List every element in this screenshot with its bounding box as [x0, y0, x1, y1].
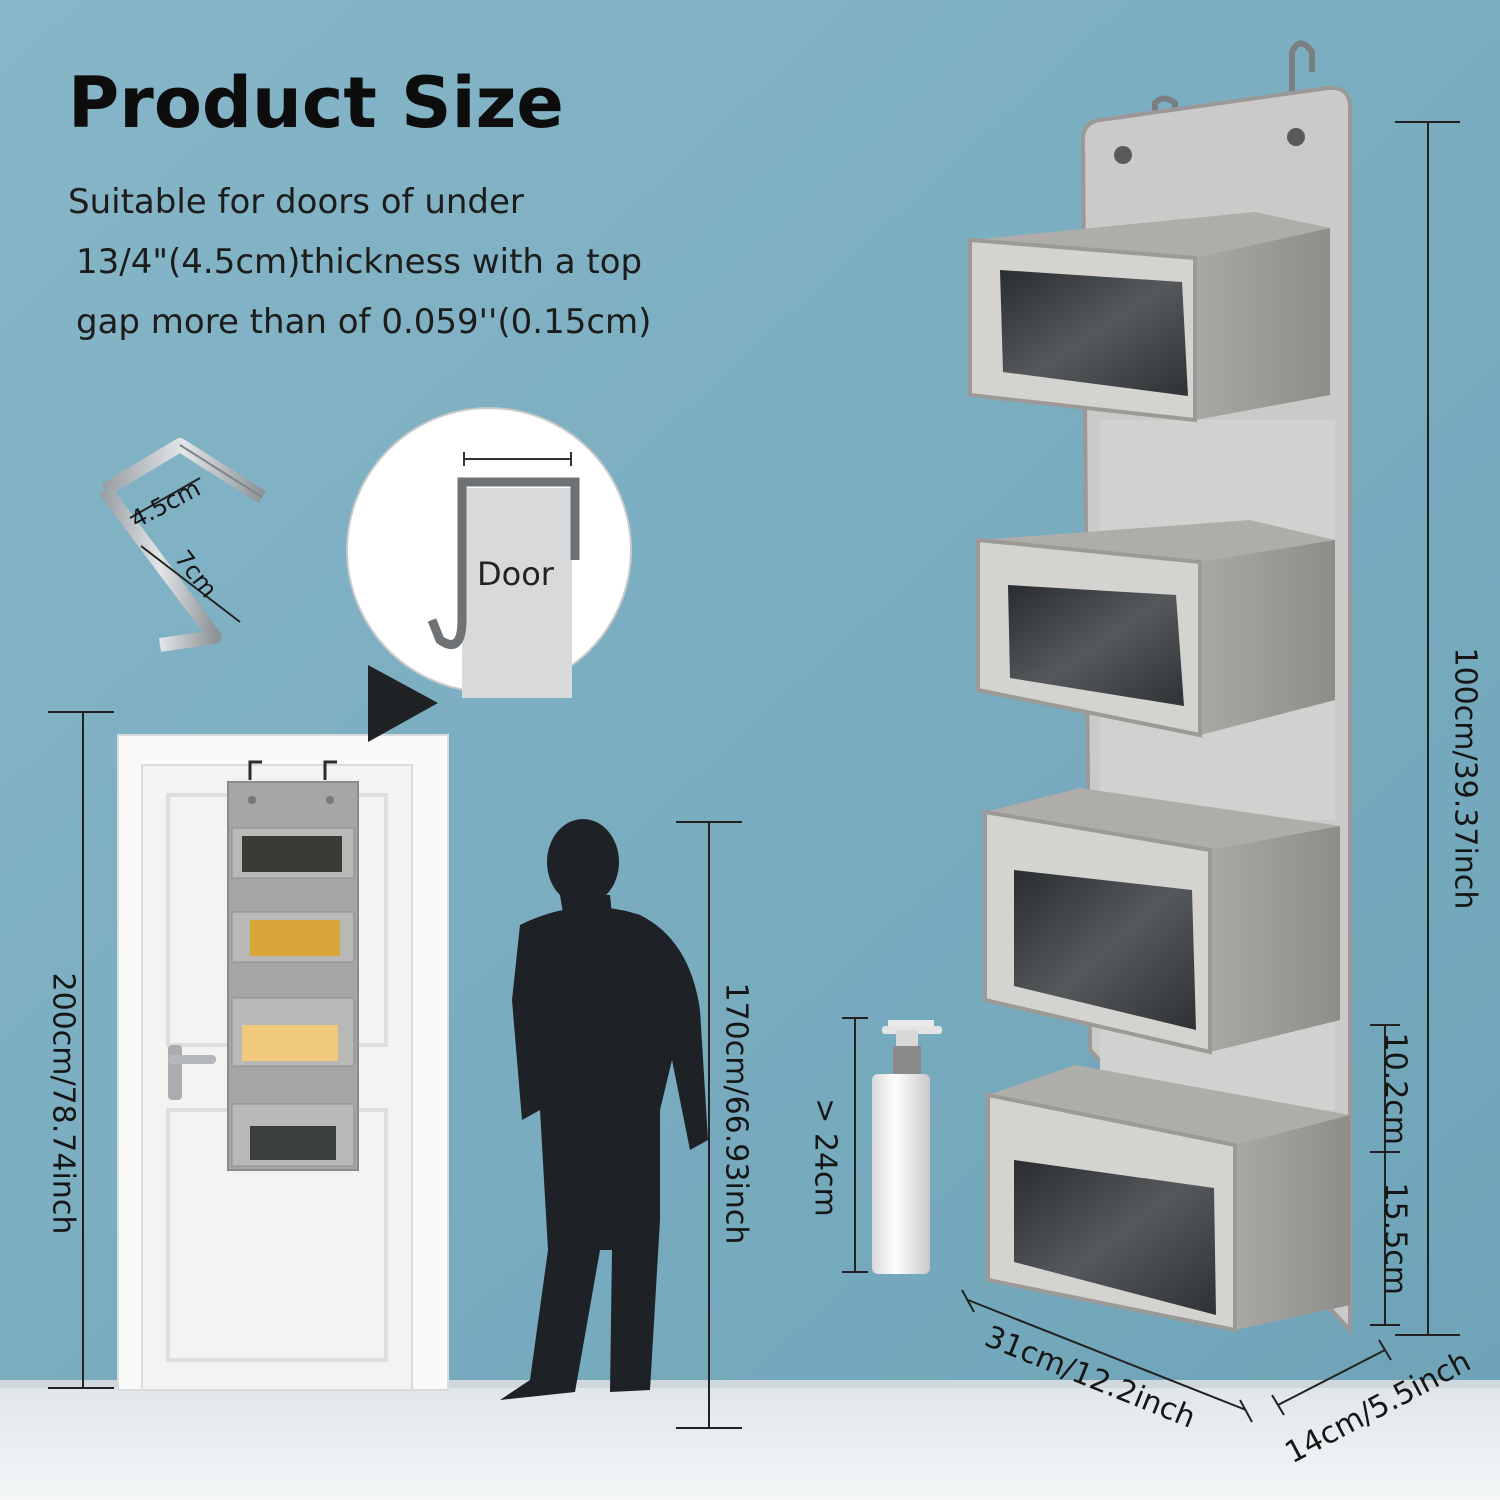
door-handle-plate: [168, 1045, 182, 1100]
pocket-height-label: 15.5cm: [1377, 1182, 1413, 1296]
organizer-height-label: 100cm/39.37inch: [1447, 647, 1483, 910]
door-height-label: 200cm/78.74inch: [45, 972, 81, 1235]
bottle: [872, 1020, 942, 1274]
description-line-2: 13/4"(4.5cm)thickness with a top: [76, 242, 643, 282]
metal-hook: [99, 438, 266, 652]
baseboard: [0, 1380, 1500, 1388]
organizer-height-dimension: [1395, 121, 1460, 1336]
person-silhouette: [500, 819, 708, 1400]
door-edge: [462, 488, 572, 698]
door-height-dimension: [48, 711, 114, 1389]
person-height-label: 170cm/66.93inch: [718, 982, 754, 1245]
hook-zoom-circle: [346, 407, 632, 698]
mini-organizer: [227, 760, 359, 1171]
bottle-height-label: > 24cm: [807, 1098, 843, 1217]
organizer: [968, 40, 1352, 1336]
pocket-depth-label: 10.2cm: [1377, 1032, 1413, 1146]
person-height-dimension: [676, 821, 742, 1429]
door-illustration: [117, 734, 449, 1391]
door-label: Door: [477, 555, 554, 593]
depth-dimension: [1271, 1339, 1392, 1416]
page-title: Product Size: [68, 62, 564, 144]
floor: [0, 1385, 1500, 1500]
pocket-dimension-lines: [1370, 1024, 1400, 1326]
bottle-height-dimension: [842, 1017, 868, 1273]
description-line-3: gap more than of 0.059''(0.15cm): [76, 302, 652, 342]
door-handle: [168, 1055, 216, 1064]
description-line-1: Suitable for doors of under: [68, 182, 524, 222]
width-dimension: [961, 1289, 1253, 1423]
pointer-arrow: [368, 665, 438, 742]
